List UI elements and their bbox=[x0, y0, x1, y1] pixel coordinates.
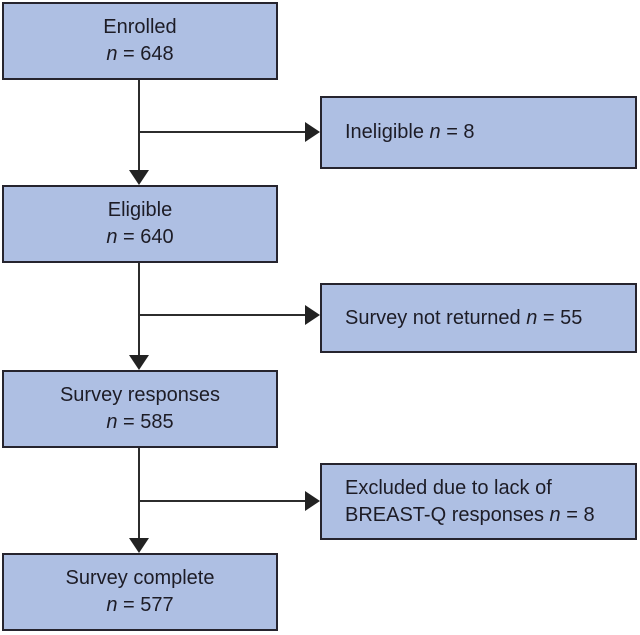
n-value: = 585 bbox=[117, 411, 174, 433]
survey-responses-count: n = 585 bbox=[106, 409, 173, 436]
n-value: = 640 bbox=[117, 226, 174, 248]
branch-to-survey-not-returned bbox=[139, 314, 305, 316]
n-symbol: n bbox=[549, 503, 561, 526]
survey-complete-count: n = 577 bbox=[106, 592, 173, 619]
branch-to-excluded bbox=[139, 500, 305, 502]
excluded-label: BREAST-Q responses bbox=[345, 503, 550, 526]
excluded-text-line2: BREAST-Q responses n = 8 bbox=[345, 502, 629, 529]
survey-complete-box: Survey complete n = 577 bbox=[2, 553, 278, 631]
enrolled-count: n = 648 bbox=[106, 41, 173, 68]
n-value: = 8 bbox=[440, 121, 475, 143]
excluded-box: Excluded due to lack of BREAST-Q respons… bbox=[320, 463, 637, 540]
survey-complete-title: Survey complete bbox=[65, 567, 215, 589]
survey-not-returned-text: Survey not returned n = 55 bbox=[345, 305, 629, 332]
arrowhead-down-icon bbox=[129, 170, 149, 185]
branch-to-ineligible bbox=[139, 131, 305, 133]
n-symbol: n bbox=[106, 411, 118, 433]
n-value: = 55 bbox=[537, 306, 583, 329]
eligible-box: Eligible n = 640 bbox=[2, 185, 278, 263]
n-symbol: n bbox=[429, 121, 441, 143]
connector-enrolled-to-eligible bbox=[138, 80, 140, 171]
survey-responses-title: Survey responses bbox=[59, 384, 221, 406]
excluded-text-line1: Excluded due to lack of bbox=[345, 476, 552, 499]
n-symbol: n bbox=[106, 226, 118, 248]
enrolled-box: Enrolled n = 648 bbox=[2, 2, 278, 80]
arrowhead-right-icon bbox=[305, 305, 320, 325]
survey-responses-box: Survey responses n = 585 bbox=[2, 370, 278, 448]
n-value: = 577 bbox=[117, 594, 174, 616]
arrowhead-down-icon bbox=[129, 538, 149, 553]
arrowhead-down-icon bbox=[129, 355, 149, 370]
n-value: = 8 bbox=[560, 503, 595, 526]
arrowhead-right-icon bbox=[305, 122, 320, 142]
ineligible-label: Ineligible bbox=[345, 121, 430, 143]
arrowhead-right-icon bbox=[305, 491, 320, 511]
survey-not-returned-box: Survey not returned n = 55 bbox=[320, 283, 637, 353]
eligible-title: Eligible bbox=[107, 199, 173, 221]
n-symbol: n bbox=[106, 594, 118, 616]
n-symbol: n bbox=[526, 306, 538, 329]
connector-survey-responses-to-survey-complete bbox=[138, 448, 140, 539]
eligible-count: n = 640 bbox=[106, 224, 173, 251]
survey-not-returned-label: Survey not returned bbox=[345, 306, 527, 329]
connector-eligible-to-survey-responses bbox=[138, 263, 140, 356]
ineligible-text: Ineligible n = 8 bbox=[345, 119, 629, 146]
n-symbol: n bbox=[106, 43, 118, 65]
enrolled-title: Enrolled bbox=[103, 16, 177, 38]
n-value: = 648 bbox=[117, 43, 174, 65]
ineligible-box: Ineligible n = 8 bbox=[320, 96, 637, 169]
